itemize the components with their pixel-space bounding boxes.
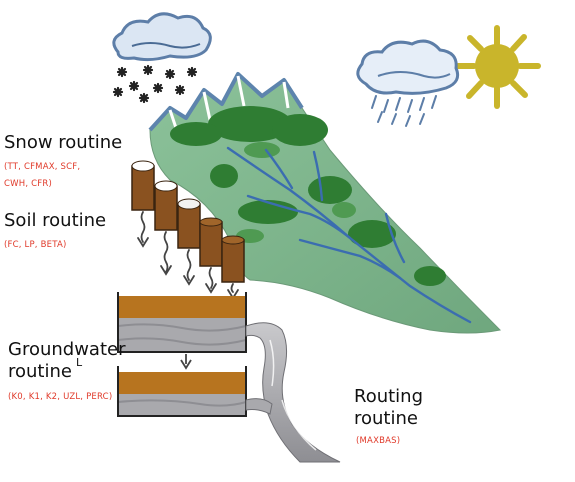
sun-icon: [455, 25, 541, 109]
column-4: [199, 217, 223, 267]
column-2: [154, 180, 178, 231]
rain-drops-icon: [371, 95, 437, 127]
soil-routine-params: (FC, LP, BETA): [4, 240, 67, 250]
routing-routine-title-line1: Routing: [354, 386, 424, 407]
column-3: [177, 198, 201, 249]
snow-routine-params-line2: CWH, CFR): [4, 179, 52, 189]
groundwater-mark: L: [76, 356, 83, 369]
lower-reservoir: [117, 366, 247, 417]
groundwater-routine-title-line2: routine: [8, 361, 72, 382]
routing-routine-params: (MAXBAS): [356, 436, 401, 446]
snow-routine-params-line1: (TT, CFMAX, SCF,: [4, 162, 81, 172]
mountain-landscape: [148, 72, 502, 334]
snow-soil-columns: [131, 160, 245, 283]
percolation-arrows: [137, 211, 239, 300]
snow-cloud-icon: [112, 12, 212, 62]
upper-reservoir: [117, 292, 247, 353]
routing-outflow: [245, 322, 341, 463]
column-1: [131, 160, 155, 211]
groundwater-routine-title-line1: Groundwater: [8, 339, 126, 360]
column-5: [221, 235, 245, 283]
routing-routine-title-line2: routine: [354, 408, 418, 429]
rain-cloud-icon: [356, 39, 460, 95]
recharge-arrow: [180, 354, 192, 370]
groundwater-routine-params: (K0, K1, K2, UZL, PERC): [8, 392, 113, 402]
snowflakes-icon: [112, 64, 198, 104]
soil-routine-title: Soil routine: [4, 210, 107, 231]
snow-routine-title: Snow routine: [4, 132, 123, 153]
